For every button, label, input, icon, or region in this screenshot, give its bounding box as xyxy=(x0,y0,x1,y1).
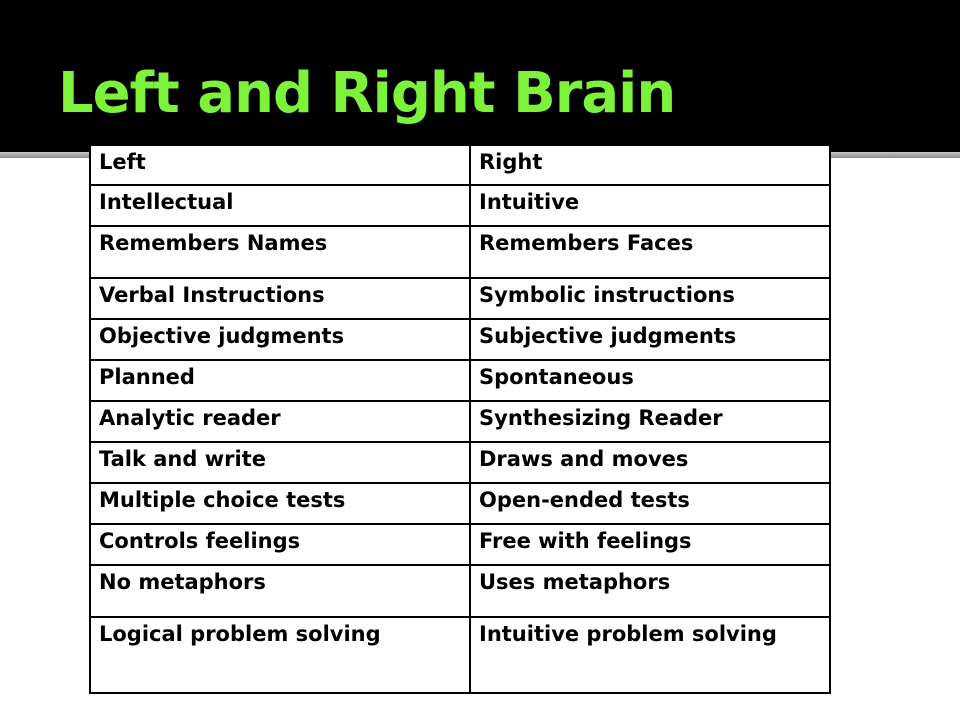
table-header-row: Left Right xyxy=(89,144,831,186)
right-cell: Free with feelings xyxy=(469,523,831,566)
right-cell: Spontaneous xyxy=(469,359,831,402)
left-cell: Planned xyxy=(89,359,471,402)
right-cell: Intuitive xyxy=(469,184,831,227)
left-cell: Talk and write xyxy=(89,441,471,484)
left-cell: No metaphors xyxy=(89,564,471,618)
right-cell: Uses metaphors xyxy=(469,564,831,618)
table-row: Verbal Instructions Symbolic instruction… xyxy=(89,277,831,320)
left-cell: Controls feelings xyxy=(89,523,471,566)
left-cell: Verbal Instructions xyxy=(89,277,471,320)
header-left-cell: Left xyxy=(89,144,471,186)
table-row: No metaphors Uses metaphors xyxy=(89,564,831,618)
left-cell: Logical problem solving xyxy=(89,616,471,694)
table-row: Talk and write Draws and moves xyxy=(89,441,831,484)
table-row: Planned Spontaneous xyxy=(89,359,831,402)
left-cell: Remembers Names xyxy=(89,225,471,279)
left-cell: Intellectual xyxy=(89,184,471,227)
table-row: Multiple choice tests Open-ended tests xyxy=(89,482,831,525)
comparison-table: Left Right Intellectual Intuitive Rememb… xyxy=(89,144,831,694)
right-cell: Remembers Faces xyxy=(469,225,831,279)
table-row: Logical problem solving Intuitive proble… xyxy=(89,616,831,694)
right-cell: Open-ended tests xyxy=(469,482,831,525)
header-right-cell: Right xyxy=(469,144,831,186)
table-row: Intellectual Intuitive xyxy=(89,184,831,227)
left-cell: Multiple choice tests xyxy=(89,482,471,525)
right-cell: Symbolic instructions xyxy=(469,277,831,320)
slide-title: Left and Right Brain xyxy=(58,61,676,126)
right-cell: Subjective judgments xyxy=(469,318,831,361)
table-row: Objective judgments Subjective judgments xyxy=(89,318,831,361)
right-cell: Draws and moves xyxy=(469,441,831,484)
table-row: Analytic reader Synthesizing Reader xyxy=(89,400,831,443)
left-cell: Analytic reader xyxy=(89,400,471,443)
table-row: Controls feelings Free with feelings xyxy=(89,523,831,566)
right-cell: Intuitive problem solving xyxy=(469,616,831,694)
right-cell: Synthesizing Reader xyxy=(469,400,831,443)
left-cell: Objective judgments xyxy=(89,318,471,361)
table-row: Remembers Names Remembers Faces xyxy=(89,225,831,279)
